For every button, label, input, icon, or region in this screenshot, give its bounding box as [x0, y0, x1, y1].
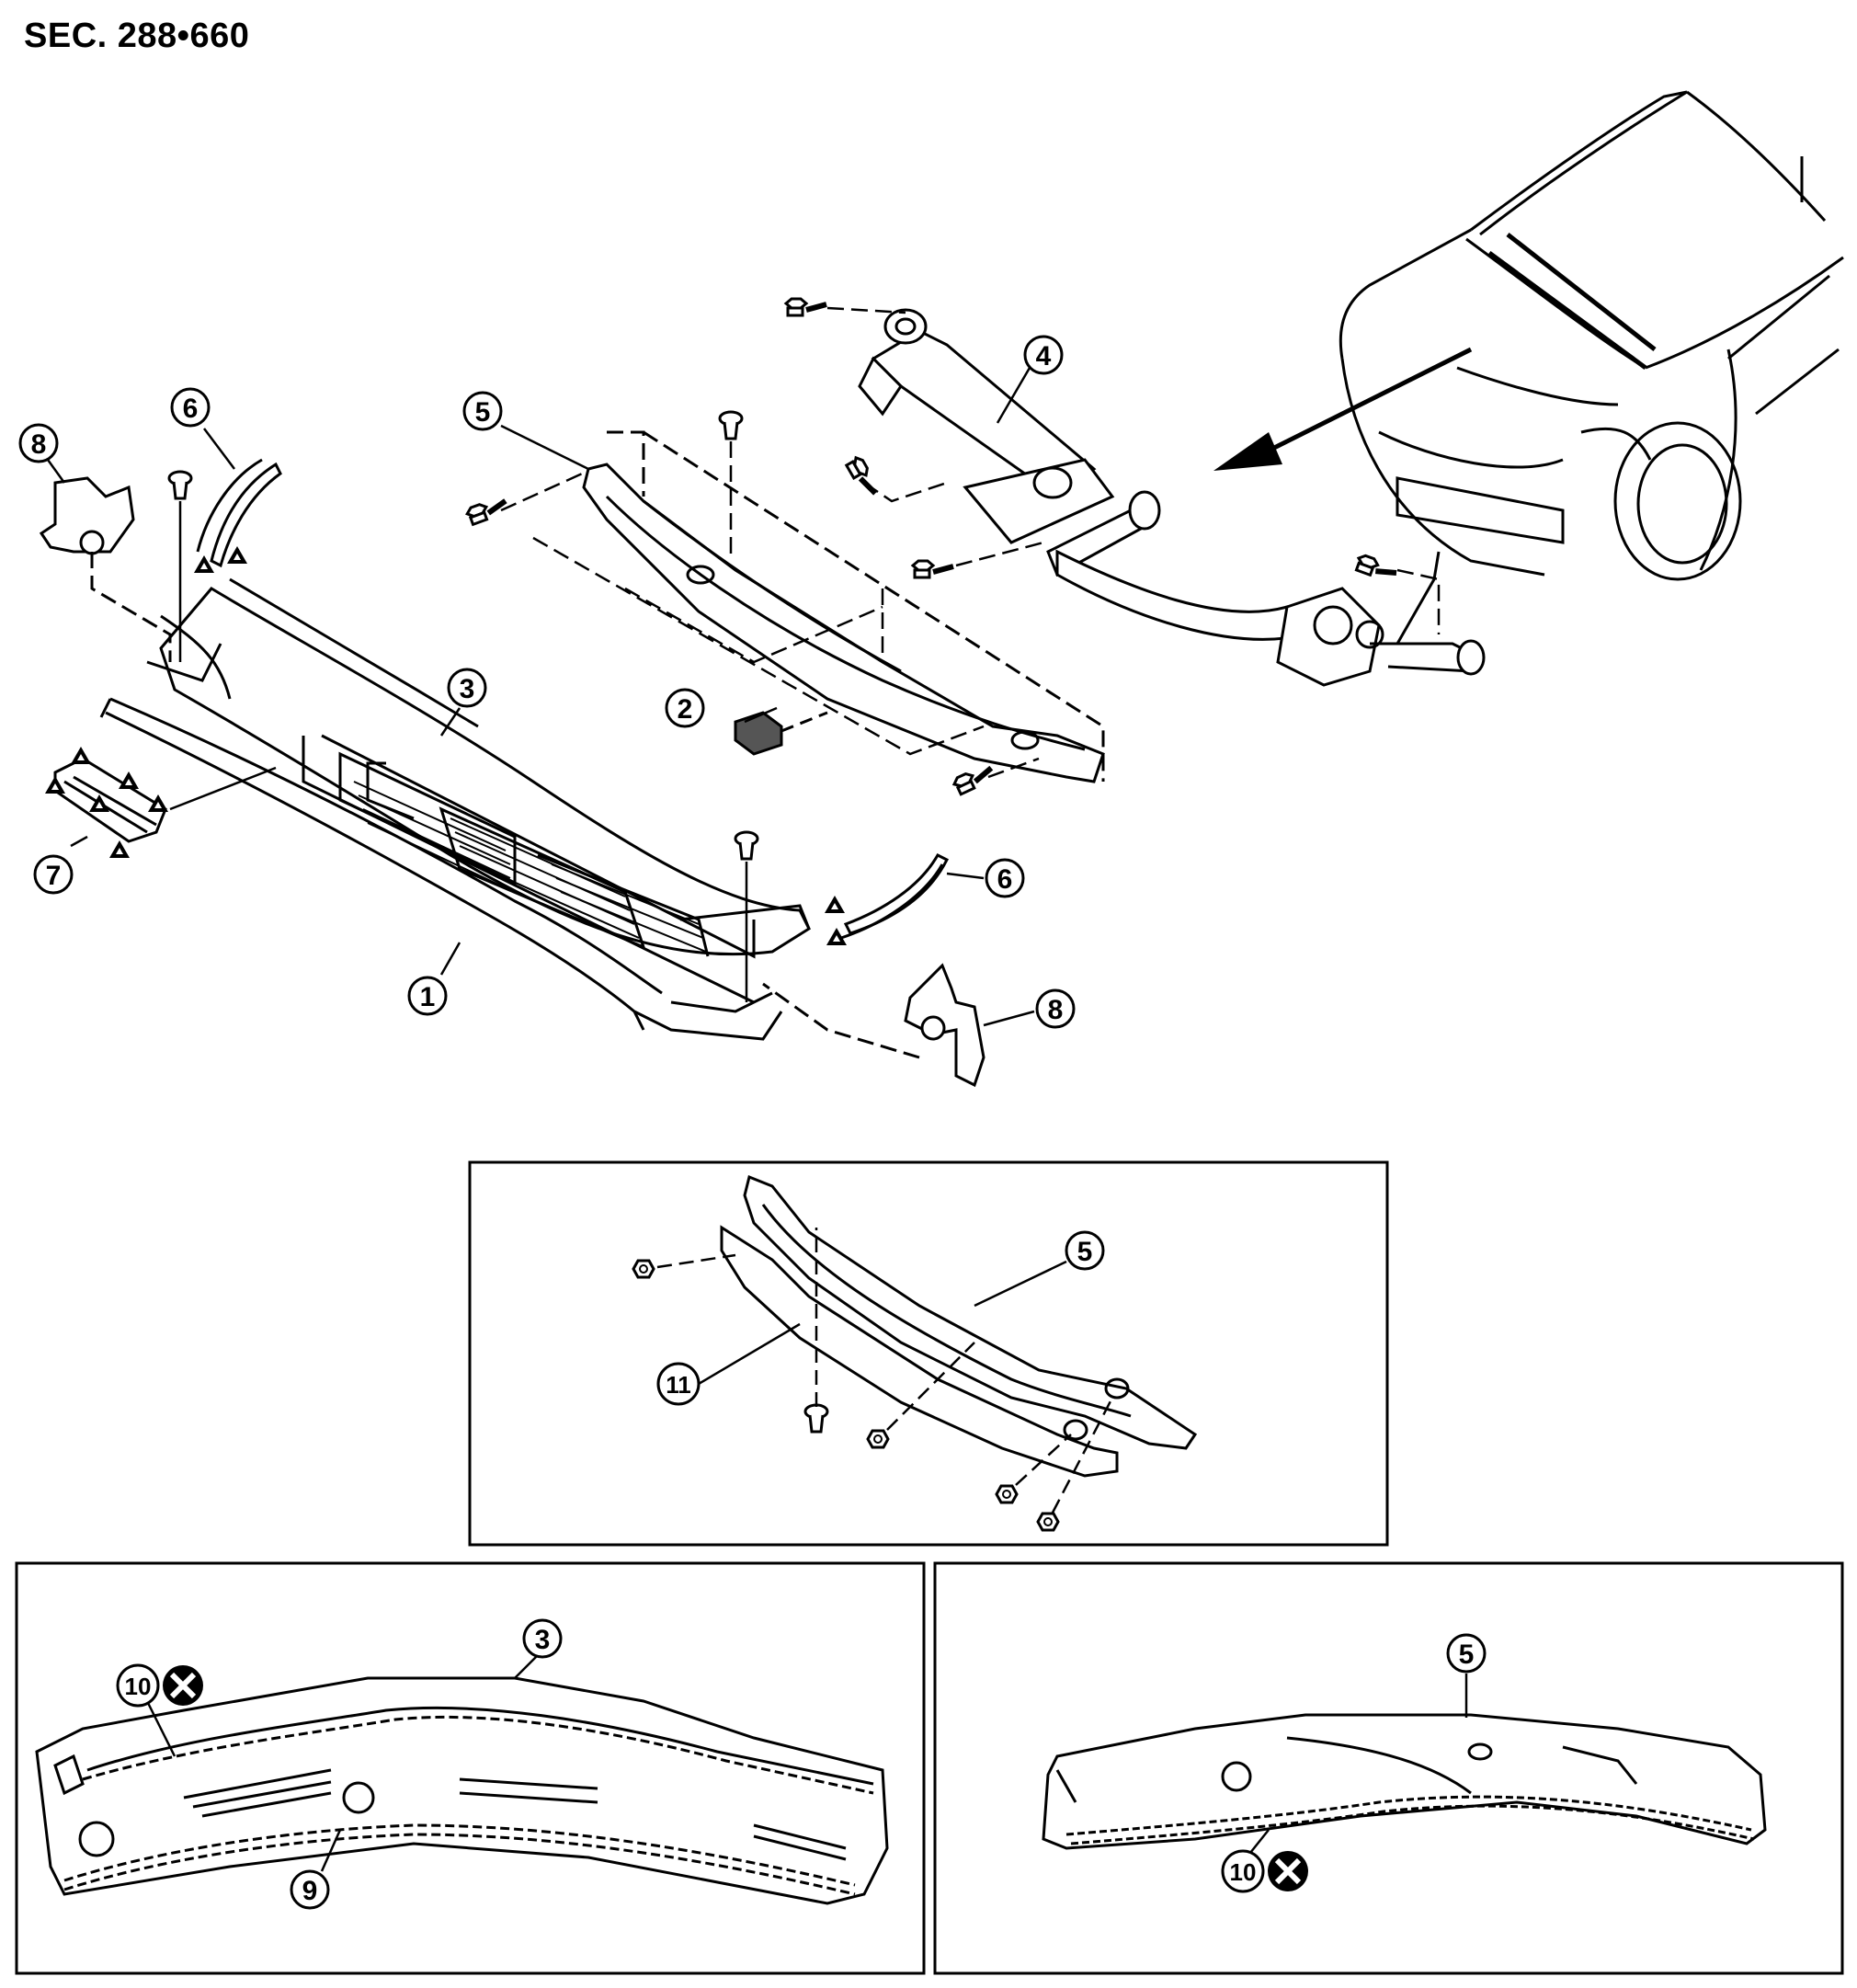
wiper-bolt-leaders: [826, 306, 1441, 634]
callout-10-right: 10: [1221, 1849, 1265, 1893]
callout-5-lower: 5: [1446, 1633, 1487, 1674]
detail-box-cover-insulator: [468, 1160, 1389, 1547]
callout-5-upper-label: 5: [475, 397, 491, 428]
cowl-top-assembly: [99, 577, 811, 1041]
callout-3-label: 3: [460, 674, 475, 704]
callout-5-upper: 5: [462, 391, 503, 431]
cover-underside-drawing: [1042, 1713, 1767, 1850]
callout-9: 9: [290, 1869, 330, 1910]
callout-3-lower: 3: [522, 1618, 563, 1659]
callout-3: 3: [447, 668, 487, 708]
callout-7-label: 7: [46, 861, 62, 891]
callout-9-label: 9: [302, 1876, 318, 1906]
section-code: SEC. 288•660: [24, 17, 250, 55]
cowl-clip-part: [734, 711, 828, 756]
callout-7: 7: [33, 854, 74, 895]
callout-10-left-label: 10: [125, 1673, 152, 1700]
callout-5-lower-label: 5: [1459, 1640, 1475, 1670]
callout-4: 4: [1023, 335, 1064, 375]
seal-piece-leader: [169, 766, 277, 811]
wiper-drive-assembly: [858, 308, 1486, 687]
callout-6-left: 6: [170, 387, 211, 428]
cowl-seal-piece: [53, 757, 167, 843]
detail-cover-drawing: [720, 1174, 1198, 1478]
vehicle-location-view: [1339, 90, 1844, 581]
callout-11: 11: [656, 1362, 701, 1406]
cowl-bracket-left: [39, 476, 172, 662]
callout-11-label: 11: [666, 1371, 691, 1399]
callout-8-right: 8: [1035, 988, 1076, 1029]
callout-8-right-label: 8: [1048, 995, 1064, 1025]
retainer-leaders: [178, 501, 748, 1002]
do-not-reuse-icon: [163, 1665, 203, 1706]
callout-4-label: 4: [1036, 341, 1052, 371]
cowl-top-cover-exploded: [582, 430, 1105, 783]
callout-1: 1: [407, 976, 448, 1016]
callout-8-left: 8: [18, 423, 59, 463]
callout-8-left-label: 8: [31, 429, 47, 460]
cowl-bracket-right: [762, 963, 985, 1088]
cowl-seal-right: [840, 853, 950, 940]
cowl-top-underside-drawing: [35, 1676, 889, 1905]
location-arrow: [1213, 347, 1473, 471]
callout-6-right: 6: [985, 858, 1025, 898]
detail-box-cover-seal: [933, 1561, 1844, 1975]
callout-5-detail: 5: [1065, 1230, 1105, 1271]
callout-6-left-label: 6: [183, 394, 199, 424]
cowl-vent-grilles: [353, 781, 707, 953]
cowl-seal-left: [196, 458, 282, 568]
cover-mount-leaders: [500, 441, 1040, 779]
callout-3-lower-label: 3: [535, 1625, 551, 1655]
callout-2: 2: [665, 688, 705, 728]
do-not-reuse-icon: [1268, 1851, 1308, 1891]
callout-5-detail-label: 5: [1077, 1237, 1093, 1267]
callout-2-label: 2: [678, 694, 693, 725]
detail-fastener-leaders: [656, 1228, 1114, 1514]
callout-10-right-label: 10: [1230, 1858, 1257, 1886]
callout-1-label: 1: [420, 982, 436, 1012]
callout-10-left: 10: [116, 1663, 160, 1708]
detail-box-cowl-top-seal: [15, 1561, 926, 1975]
callout-6-right-label: 6: [997, 864, 1013, 895]
callout-leaders: [46, 367, 1468, 1872]
